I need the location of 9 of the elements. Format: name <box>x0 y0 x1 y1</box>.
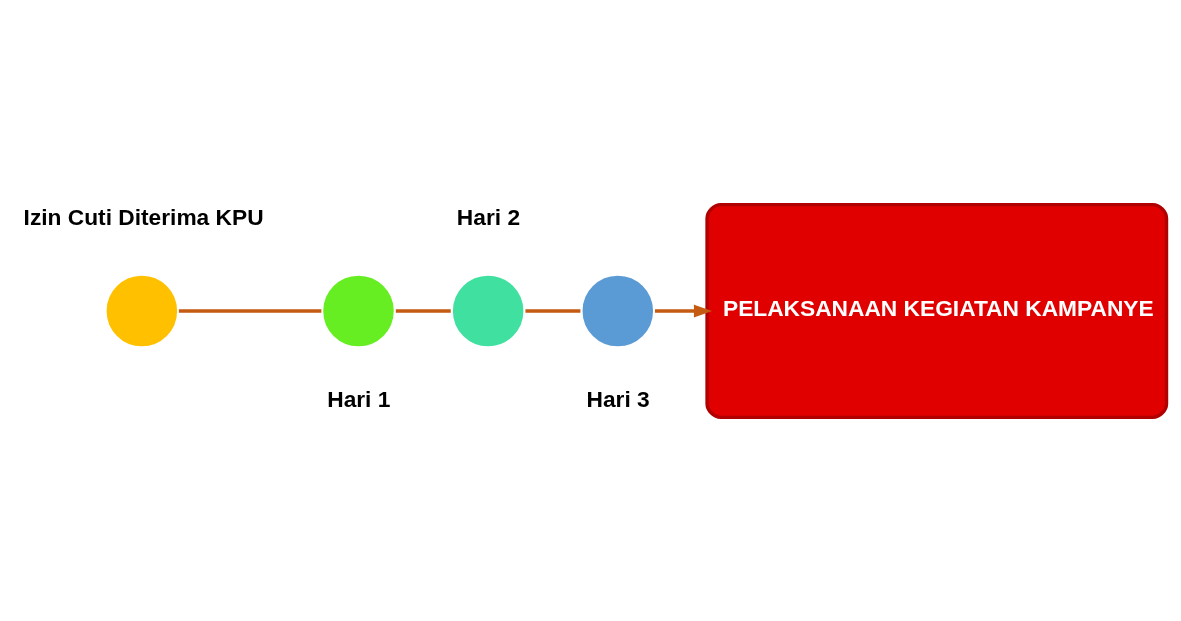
node-label: Hari 2 <box>456 203 521 230</box>
connector <box>525 308 581 313</box>
arrow <box>654 304 713 317</box>
node-box: PELAKSANAAN KEGIATAN KAMPANYE <box>705 202 1169 419</box>
node-label: Hari 1 <box>327 385 391 412</box>
connector <box>395 308 451 313</box>
connector <box>178 308 322 313</box>
node-label: Izin Cuti Diterima KPU <box>23 203 264 230</box>
node-label: Hari 3 <box>586 385 650 412</box>
